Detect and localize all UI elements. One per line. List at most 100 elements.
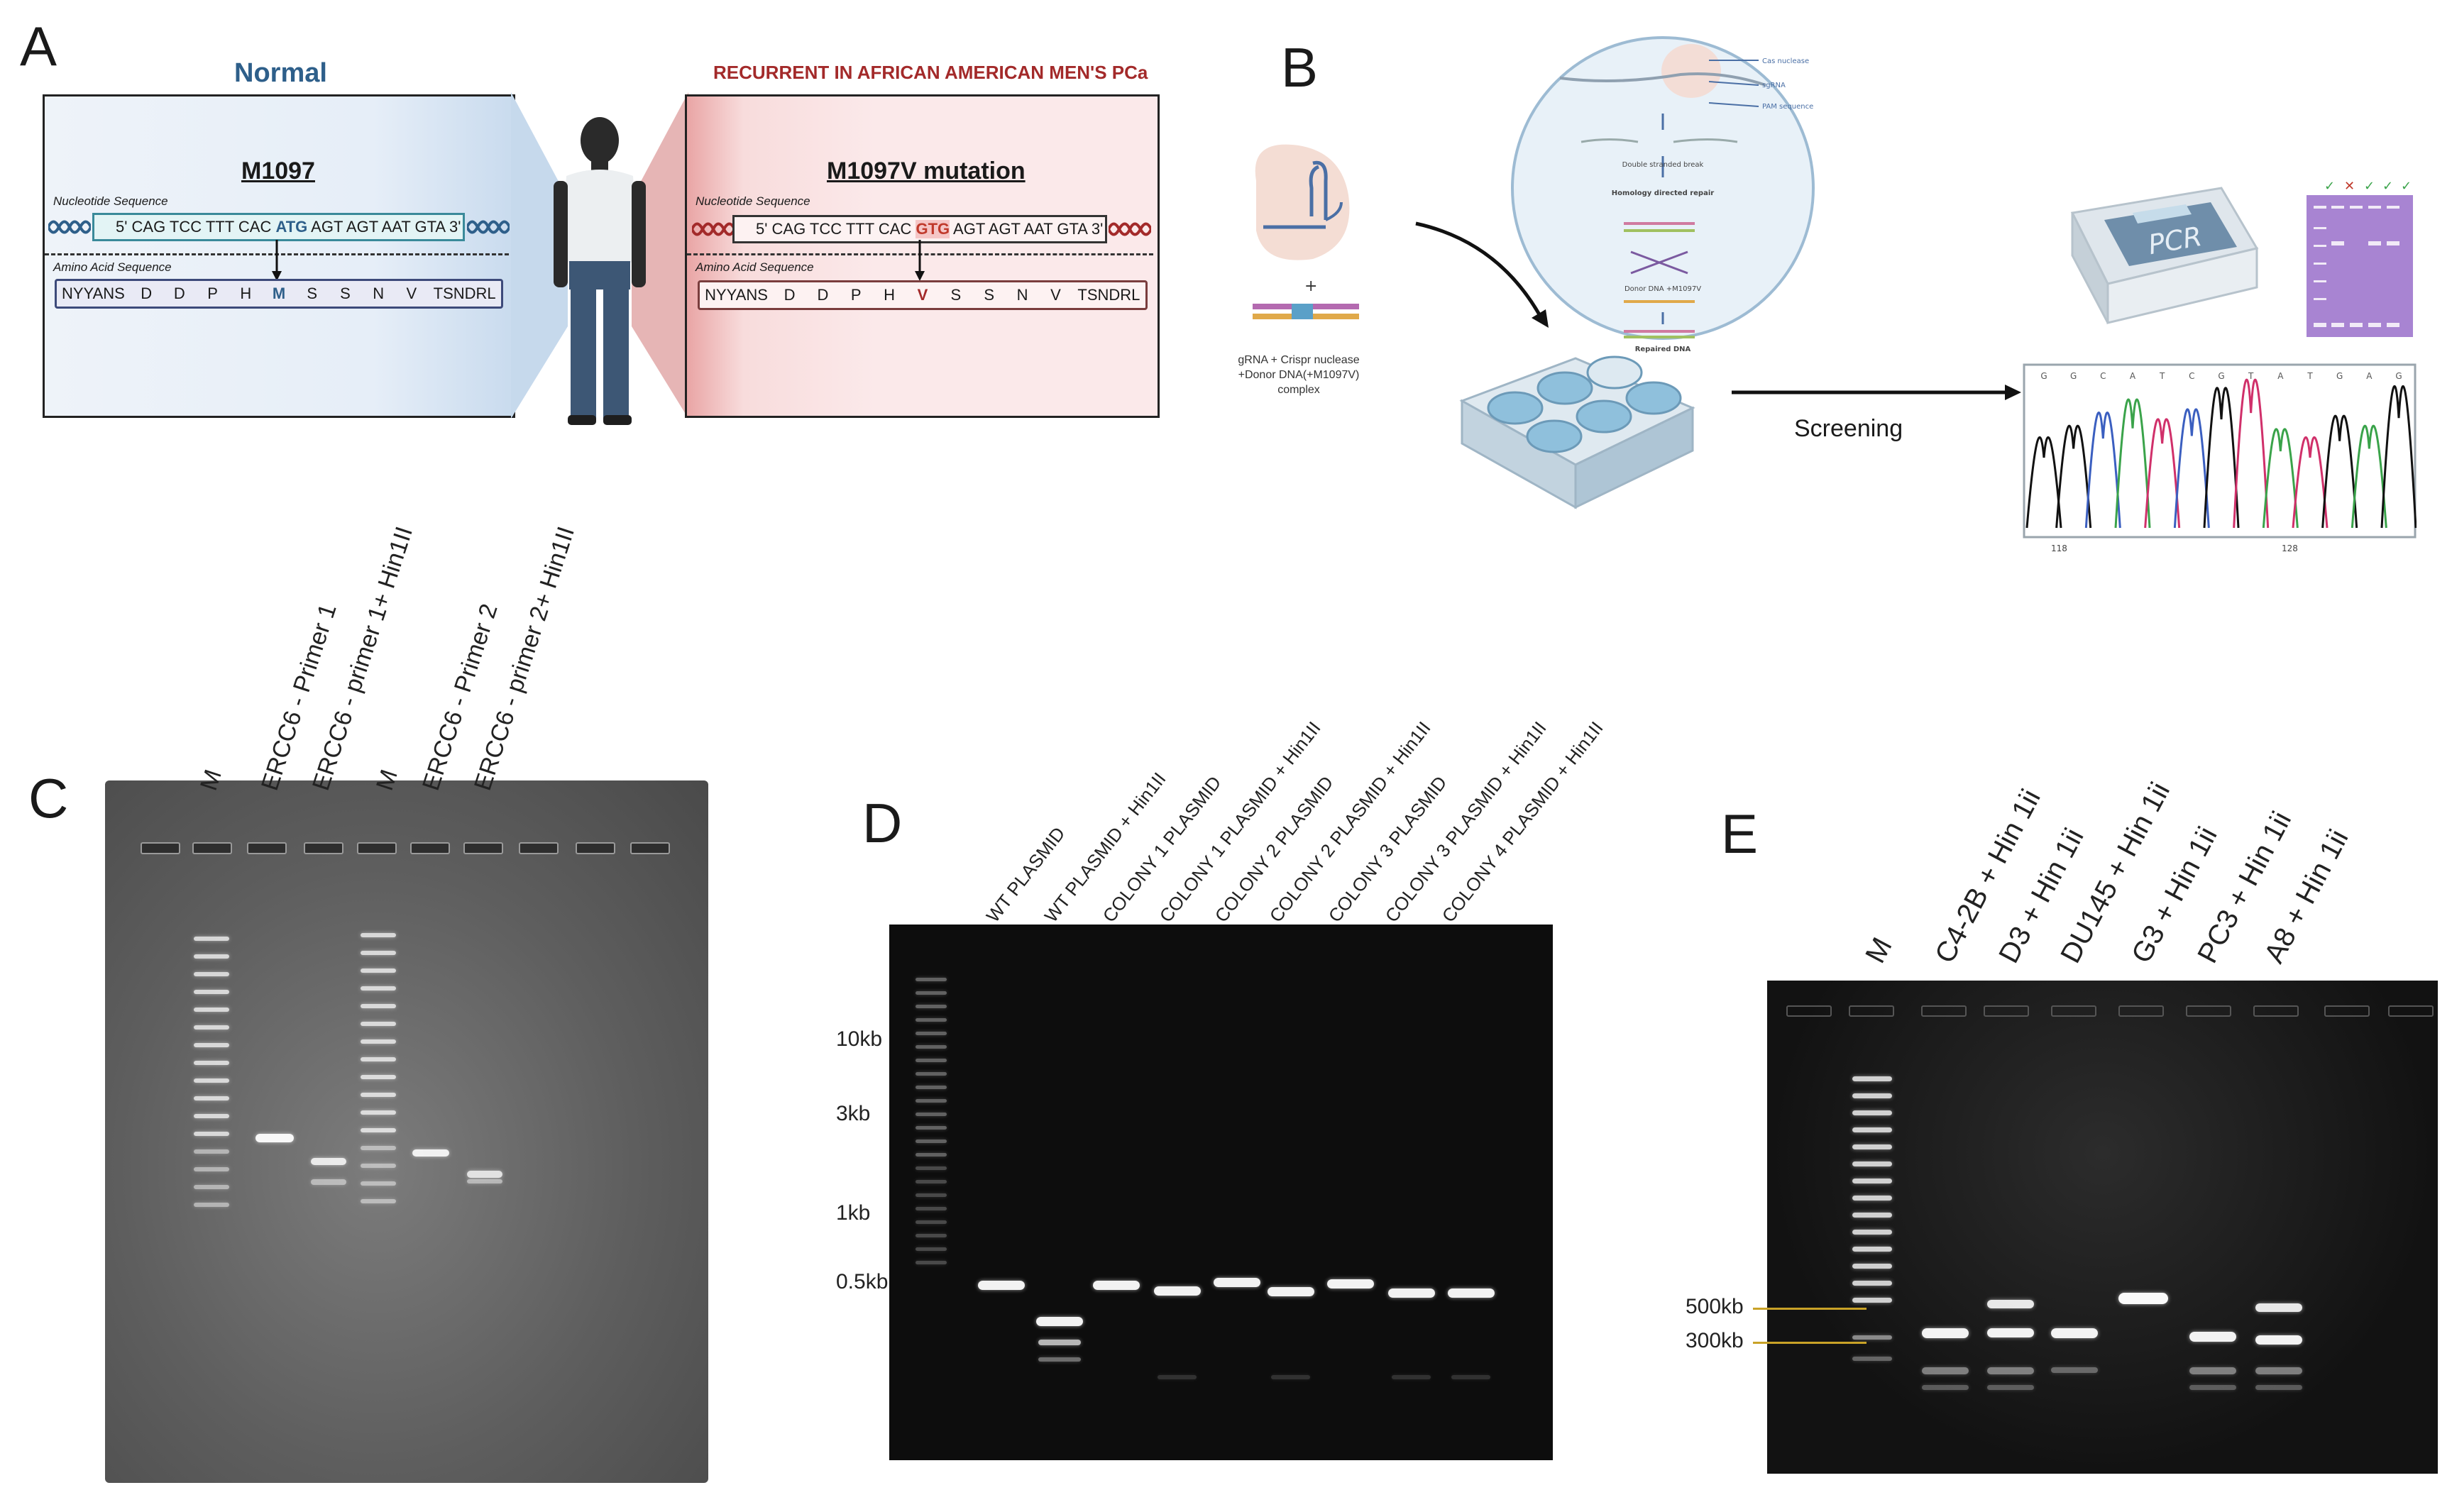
gel-band [2255, 1367, 2302, 1374]
ladder-band [1852, 1247, 1892, 1252]
human-figure-icon [511, 92, 688, 425]
ladder-band [1852, 1298, 1892, 1303]
ladder-band [194, 1114, 229, 1118]
gel-well [630, 842, 670, 854]
gel-well [410, 842, 450, 854]
ladder-band [361, 969, 396, 973]
gel-band [2118, 1293, 2168, 1304]
chromatogram-peak [2173, 408, 2210, 529]
normal-title: M1097 [241, 158, 315, 184]
ladder-band [194, 1008, 229, 1012]
gel-well [141, 842, 180, 854]
ladder-band [1852, 1093, 1892, 1098]
gel-band [412, 1149, 449, 1157]
svg-text:+: + [1304, 277, 1317, 295]
gel-band [1987, 1300, 2034, 1308]
base-call: T [2248, 371, 2254, 381]
gel-band [467, 1179, 502, 1183]
base-call: T [2307, 371, 2313, 381]
mutant-nucleotide-sequence: 5' CAG TCC TTT CAC GTG AGT AGT AAT GTA 3… [732, 215, 1107, 243]
base-call: A [2130, 371, 2136, 381]
panel-d-letter: D [862, 792, 903, 854]
chromatogram-peak [2380, 385, 2417, 529]
gel-well [304, 842, 343, 854]
gel-band [1451, 1375, 1490, 1379]
ladder-band [1852, 1076, 1892, 1081]
gel-band [1392, 1375, 1431, 1379]
size-marker-label: 0.5kb [836, 1270, 889, 1293]
gel-well [576, 842, 615, 854]
gel-band [1158, 1375, 1197, 1379]
seq-after: AGT AGT AAT GTA 3' [307, 218, 461, 236]
gel-band [255, 1134, 294, 1142]
ladder-band [361, 1057, 396, 1061]
ladder-band [916, 1113, 947, 1116]
chromatogram-tick: 118 [2051, 543, 2067, 553]
chromatogram-tick: 128 [2282, 543, 2298, 553]
amino-acid: V [406, 285, 417, 302]
dna-helix-icon [48, 220, 91, 234]
ladder-band [916, 1059, 947, 1062]
ladder-band [916, 991, 947, 995]
chromatogram-peak [2262, 428, 2299, 529]
gel-band [2255, 1335, 2302, 1345]
gel-band [2189, 1367, 2236, 1374]
chromatogram-peak [2203, 387, 2240, 529]
gel-well [192, 842, 232, 854]
ladder-band [1852, 1144, 1892, 1149]
ladder-band [916, 1099, 947, 1103]
amino-acid: H [884, 286, 896, 304]
arrow-down-icon [272, 240, 282, 281]
dna-helix-icon [467, 220, 510, 234]
normal-nucleotide-sequence: 5' CAG TCC TTT CAC ATG AGT AGT AAT GTA 3… [92, 213, 465, 241]
gel-well [2253, 1005, 2299, 1017]
ladder-band [361, 1128, 396, 1132]
screening-label: Screening [1794, 415, 1903, 442]
svg-text:✕: ✕ [2344, 179, 2355, 194]
pcr-machine-icon: PCR [2070, 187, 2259, 324]
amino-acid: S [984, 286, 995, 304]
base-call: A [2277, 371, 2284, 381]
gel-band [1154, 1286, 1201, 1296]
gel-band [1038, 1340, 1081, 1345]
chromatogram-peak [2055, 424, 2092, 529]
ladder-band [361, 1039, 396, 1044]
gel-well [1921, 1005, 1967, 1017]
gel-panel-e [1767, 981, 2438, 1474]
ladder-band [194, 1061, 229, 1065]
circle-step: Homology directed repair [1612, 189, 1714, 197]
gel-band [1987, 1385, 2034, 1390]
amino-acid: D [141, 285, 153, 302]
ladder-band [1852, 1127, 1892, 1132]
gel-band [2255, 1303, 2302, 1312]
gel-band [467, 1171, 502, 1178]
gel-band [1922, 1328, 1969, 1338]
amino-acid: NYYANS [61, 285, 125, 302]
chromatogram-peak [2292, 436, 2329, 529]
svg-text:✓: ✓ [2401, 179, 2412, 194]
ladder-band [361, 1181, 396, 1186]
gel-band [311, 1158, 346, 1165]
normal-box [43, 94, 515, 418]
ladder-band [1852, 1357, 1892, 1361]
ladder-band [194, 972, 229, 976]
gel-well [519, 842, 559, 854]
normal-aa-label: Amino Acid Sequence [53, 260, 172, 274]
svg-text:PAM sequence: PAM sequence [1762, 103, 1813, 111]
culture-plate-icon [1459, 355, 1695, 509]
amino-acid: S [340, 285, 351, 302]
gel-band [1268, 1287, 1314, 1296]
ladder-band [194, 990, 229, 994]
ladder-band [1852, 1281, 1892, 1286]
base-call: C [2100, 371, 2106, 381]
seq-before: 5' CAG TCC TTT CAC [756, 220, 916, 238]
amino-acid: V [1050, 286, 1061, 304]
gel-band [1922, 1385, 1969, 1390]
base-call: G [2040, 371, 2047, 381]
base-call: C [2189, 371, 2194, 381]
svg-text:Cas nuclease: Cas nuclease [1762, 57, 1809, 65]
ladder-band [916, 1018, 947, 1022]
ladder-band [194, 1167, 229, 1171]
